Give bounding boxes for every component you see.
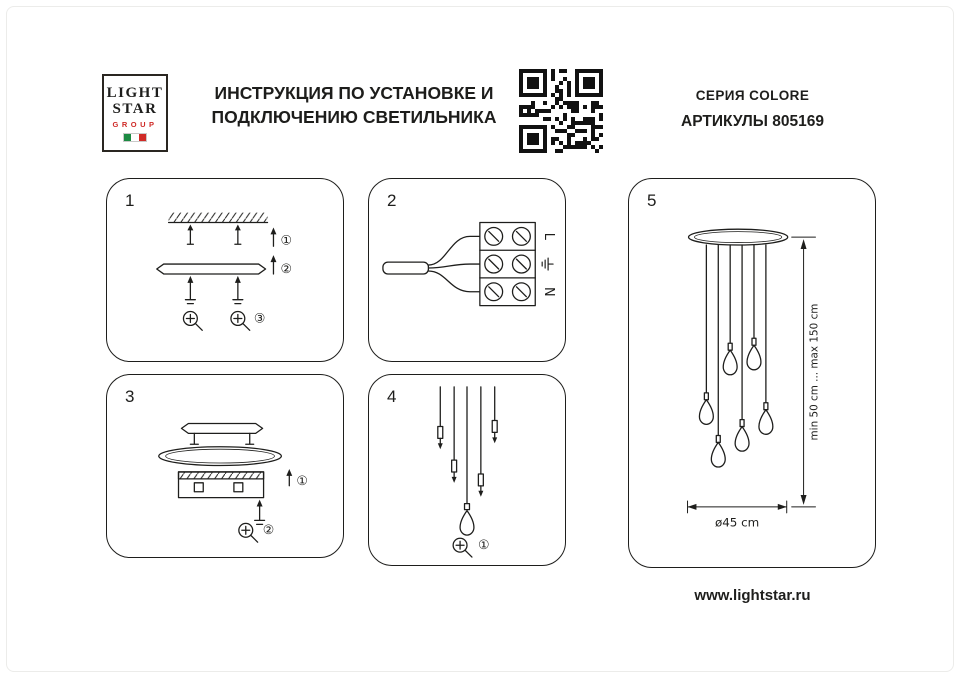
step-4-diagram: ① xyxy=(437,386,498,558)
screwdriver-icons xyxy=(182,310,251,331)
screw-icon xyxy=(254,505,266,526)
title-line-1: ИНСТРУКЦИЯ ПО УСТАНОВКЕ И xyxy=(214,83,494,103)
arrowheads xyxy=(187,224,277,283)
arrowheads xyxy=(687,239,807,510)
earth-symbol-icon xyxy=(541,257,554,271)
terminal-label-neutral: N xyxy=(541,287,556,297)
step-2-number: 2 xyxy=(387,191,397,210)
step-marker-1: ① xyxy=(281,233,293,248)
pendant-cords xyxy=(437,386,498,511)
logo-word-group: GROUP xyxy=(112,119,158,129)
step-4-panel: 4 ① xyxy=(368,374,566,566)
italian-flag-icon xyxy=(123,132,147,142)
arrowheads xyxy=(256,468,293,507)
step-marker-1: ① xyxy=(478,538,490,553)
step-2-diagram: L N xyxy=(382,221,556,307)
supply-cable xyxy=(382,235,481,293)
terminal-block xyxy=(479,221,536,307)
step-marker-2: ② xyxy=(281,262,293,277)
step-marker-2: ② xyxy=(263,523,275,538)
screwdriver-icon xyxy=(238,522,259,543)
step-2-panel: 2 L N xyxy=(368,178,566,362)
step-5-diagram: min 50 cm ... max 150 cm ø45 cm xyxy=(687,228,820,530)
qr-code xyxy=(519,69,603,153)
lightstar-logo: LIGHT STAR GROUP xyxy=(102,74,168,152)
step-3-diagram: ① ② xyxy=(158,422,308,543)
step-1-panel: 1 xyxy=(106,178,344,362)
canopy-disc xyxy=(687,228,789,246)
screwdriver-icon xyxy=(452,537,473,558)
diameter-dimension xyxy=(687,500,788,514)
logo-word-star: STAR xyxy=(112,101,158,117)
canopy-base-box xyxy=(177,471,265,499)
website-url: www.lightstar.ru xyxy=(694,587,811,604)
arrowheads xyxy=(437,437,498,497)
page-title: ИНСТРУКЦИЯ ПО УСТАНОВКЕ И ПОДКЛЮЧЕНИЮ СВ… xyxy=(178,81,530,129)
step-1-number: 1 xyxy=(125,191,135,210)
step-1-diagram: ① ② ③ xyxy=(156,212,293,331)
article-number: АРТИКУЛЫ 805169 xyxy=(681,113,824,130)
step-3-number: 3 xyxy=(125,387,135,406)
glass-drop xyxy=(459,509,475,536)
wall-plug-icons xyxy=(186,229,275,247)
glass-drops xyxy=(698,344,774,468)
height-range-label: min 50 cm ... max 150 cm xyxy=(808,304,820,441)
ceiling-hatch xyxy=(167,212,269,224)
logo-word-light: LIGHT xyxy=(106,84,164,101)
step-5-number: 5 xyxy=(647,191,657,210)
pendant-cords xyxy=(703,244,769,444)
series-label: СЕРИЯ COLORE xyxy=(695,88,810,103)
height-dimension xyxy=(791,236,816,508)
title-line-2: ПОДКЛЮЧЕНИЮ СВЕТИЛЬНИКА xyxy=(211,107,497,128)
step-3-panel: 3 xyxy=(106,374,344,558)
step-marker-3: ③ xyxy=(254,311,266,326)
step-5-panel: 5 xyxy=(628,178,876,568)
screw-icons xyxy=(184,282,244,305)
mounting-bar xyxy=(180,422,264,445)
diameter-label: ø45 cm xyxy=(715,516,759,530)
terminal-label-live: L xyxy=(541,233,556,241)
step-marker-1: ① xyxy=(296,474,308,489)
step-4-number: 4 xyxy=(387,387,397,406)
canopy-disc xyxy=(158,446,283,467)
mounting-bar xyxy=(156,260,275,275)
